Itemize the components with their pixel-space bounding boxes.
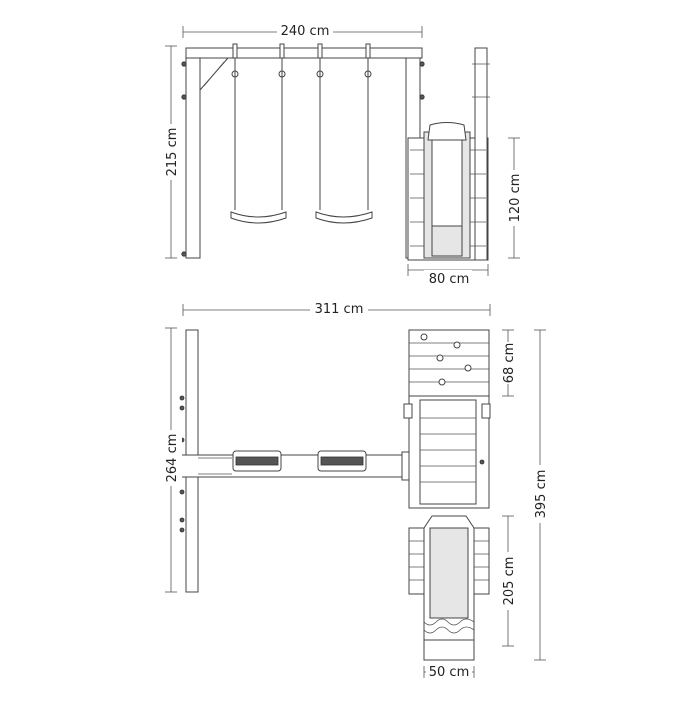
dim-overall-length: 395 cm bbox=[529, 329, 551, 661]
slide-plan bbox=[408, 515, 490, 661]
swing-frame-plan bbox=[179, 329, 423, 593]
dim-slide-width-label: 50 cm bbox=[429, 665, 470, 680]
dim-slide-length-label: 205 cm bbox=[502, 557, 517, 606]
dim-slide-platform-label: 120 cm bbox=[508, 174, 523, 223]
dim-front-width-label: 240 cm bbox=[281, 24, 330, 39]
dim-front-height: 215 cm bbox=[160, 45, 182, 259]
tower-platform-plan bbox=[403, 395, 491, 509]
swing-left-plan bbox=[232, 450, 282, 472]
dim-slide-length: 205 cm bbox=[497, 515, 519, 647]
swing-right-front bbox=[315, 43, 373, 224]
dim-climbing-wall: 68 cm bbox=[497, 329, 519, 397]
dim-front-width: 240 cm bbox=[182, 22, 423, 39]
dim-tower-width: 80 cm bbox=[407, 264, 489, 287]
swing-right-plan bbox=[317, 450, 367, 472]
dim-front-height-label: 215 cm bbox=[165, 128, 180, 177]
dim-overall-length-label: 395 cm bbox=[534, 470, 549, 519]
swing-frame-front bbox=[181, 47, 425, 259]
climbing-wall-plan bbox=[408, 329, 490, 397]
dim-slide-width: 50 cm bbox=[423, 663, 475, 680]
dim-plan-frame: 264 cm bbox=[160, 327, 182, 593]
dim-plan-width-label: 311 cm bbox=[315, 302, 364, 317]
plan-view: 311 cm 264 cm 68 cm 395 cm bbox=[160, 300, 551, 680]
slide-front bbox=[423, 122, 471, 259]
dim-plan-width: 311 cm bbox=[182, 300, 491, 317]
dim-climbing-wall-label: 68 cm bbox=[502, 343, 517, 384]
dim-slide-platform: 120 cm bbox=[503, 137, 525, 259]
front-view: 240 cm 215 cm 120 cm 80 cm bbox=[160, 22, 525, 287]
dim-plan-frame-label: 264 cm bbox=[165, 434, 180, 483]
dim-tower-width-label: 80 cm bbox=[429, 272, 470, 287]
swing-left-front bbox=[230, 43, 287, 224]
